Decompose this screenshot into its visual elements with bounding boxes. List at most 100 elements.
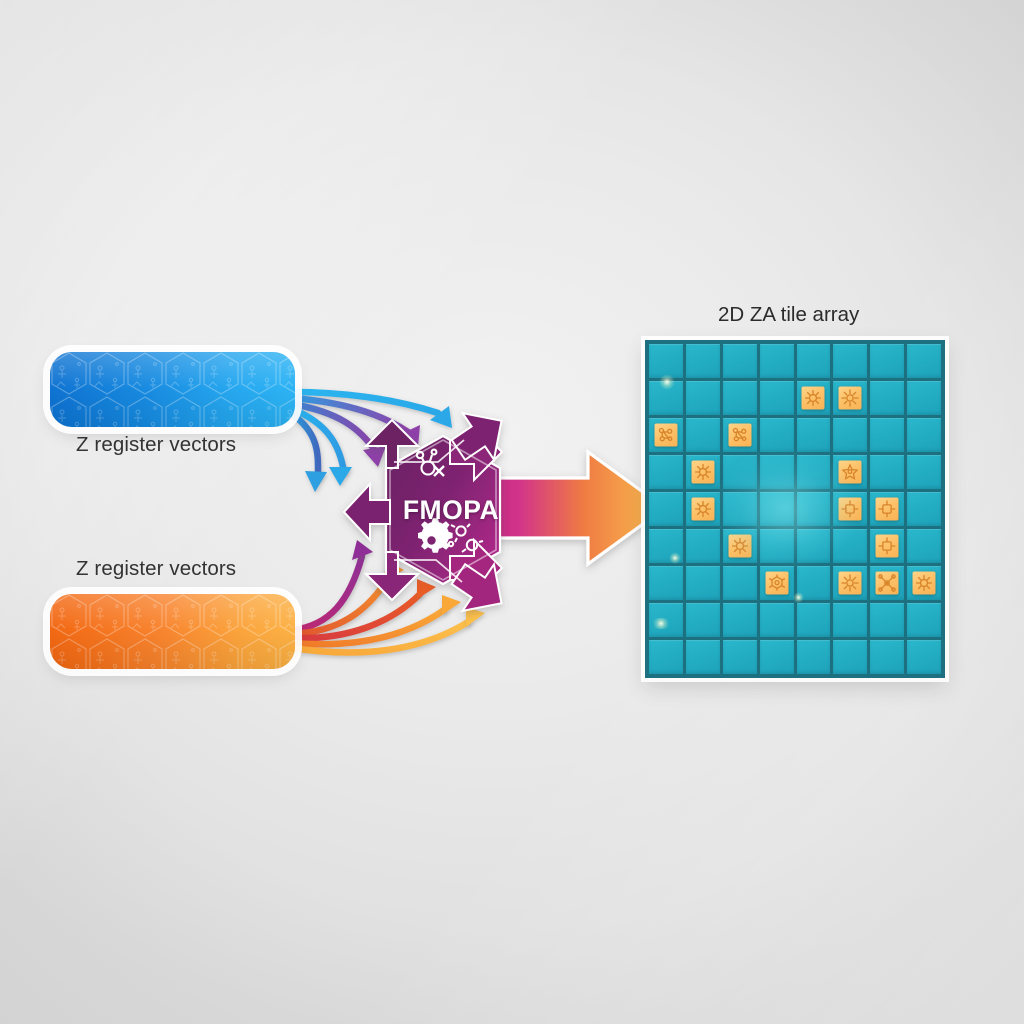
za-cell[interactable] (759, 381, 794, 415)
node-cluster-icon (694, 500, 711, 518)
za-cell[interactable] (833, 492, 868, 526)
za-cell[interactable] (833, 344, 868, 378)
za-cell[interactable] (796, 344, 831, 378)
za-cell[interactable] (685, 455, 720, 489)
za-cell[interactable] (649, 566, 683, 600)
za-cell[interactable] (759, 492, 794, 526)
za-active-tile[interactable] (875, 534, 899, 558)
za-cell[interactable] (870, 640, 905, 674)
box-node-icon (878, 500, 896, 518)
za-cell[interactable] (759, 566, 794, 600)
za-cell[interactable] (649, 492, 683, 526)
za-cell[interactable] (759, 529, 794, 563)
za-cell[interactable] (870, 529, 905, 563)
za-tile-array[interactable] (645, 340, 945, 678)
za-cell[interactable] (796, 492, 831, 526)
za-cell[interactable] (796, 381, 831, 415)
za-cell[interactable] (685, 529, 720, 563)
za-cell[interactable] (907, 418, 941, 452)
za-cell[interactable] (649, 640, 683, 674)
za-cell[interactable] (833, 640, 868, 674)
fmopa-node[interactable]: FMOPA (352, 420, 542, 600)
multi-node-icon (732, 427, 747, 442)
za-cell[interactable] (685, 344, 720, 378)
za-cell[interactable] (722, 603, 757, 637)
za-cell[interactable] (833, 381, 868, 415)
za-cell[interactable] (907, 492, 941, 526)
za-active-tile[interactable] (728, 423, 752, 447)
za-active-tile[interactable] (728, 534, 752, 558)
za-cell[interactable] (722, 640, 757, 674)
za-cell[interactable] (907, 381, 941, 415)
za-cell[interactable] (833, 566, 868, 600)
za-cell[interactable] (649, 455, 683, 489)
za-active-tile[interactable] (691, 460, 715, 484)
za-active-tile[interactable] (875, 497, 899, 521)
za-cell[interactable] (907, 566, 941, 600)
za-cell[interactable] (649, 529, 683, 563)
za-cell[interactable] (759, 640, 794, 674)
za-cell[interactable] (685, 640, 720, 674)
za-cell[interactable] (796, 640, 831, 674)
za-active-tile[interactable] (765, 571, 789, 595)
node-cluster-icon (731, 537, 748, 555)
za-cell[interactable] (870, 455, 905, 489)
za-cell[interactable] (722, 344, 757, 378)
za-cell[interactable] (796, 455, 831, 489)
za-cell[interactable] (649, 381, 683, 415)
z-register-vectors-col-bar[interactable] (50, 594, 295, 669)
za-cell[interactable] (870, 566, 905, 600)
za-cell[interactable] (870, 381, 905, 415)
za-cell[interactable] (796, 418, 831, 452)
za-cell[interactable] (796, 529, 831, 563)
za-cell[interactable] (759, 603, 794, 637)
za-cell[interactable] (907, 344, 941, 378)
za-cell[interactable] (833, 418, 868, 452)
box-node-icon (878, 537, 896, 555)
hex-mesh-texture (50, 594, 295, 669)
za-cell[interactable] (649, 418, 683, 452)
za-active-tile[interactable] (875, 571, 899, 595)
za-active-tile[interactable] (654, 423, 678, 447)
za-cell[interactable] (833, 529, 868, 563)
za-cell[interactable] (722, 455, 757, 489)
za-active-tile[interactable] (691, 497, 715, 521)
za-cell[interactable] (722, 566, 757, 600)
za-cell[interactable] (685, 492, 720, 526)
sun-node-icon (841, 574, 859, 592)
za-cell[interactable] (649, 603, 683, 637)
za-active-tile[interactable] (838, 460, 862, 484)
za-active-tile[interactable] (838, 571, 862, 595)
za-cell[interactable] (907, 603, 941, 637)
za-cell[interactable] (870, 344, 905, 378)
za-cell[interactable] (796, 566, 831, 600)
za-cell[interactable] (685, 418, 720, 452)
z-register-vectors-row-bar[interactable] (50, 352, 295, 427)
za-cell[interactable] (685, 603, 720, 637)
za-active-tile[interactable] (838, 386, 862, 410)
za-cell[interactable] (722, 492, 757, 526)
za-cell[interactable] (870, 603, 905, 637)
za-active-tile[interactable] (801, 386, 825, 410)
za-cell[interactable] (759, 455, 794, 489)
za-cell[interactable] (685, 566, 720, 600)
za-cell[interactable] (833, 455, 868, 489)
za-cell[interactable] (649, 344, 683, 378)
za-cell[interactable] (722, 418, 757, 452)
za-cell[interactable] (722, 529, 757, 563)
za-cell[interactable] (759, 344, 794, 378)
za-cell[interactable] (685, 381, 720, 415)
za-active-tile[interactable] (838, 497, 862, 521)
za-cell[interactable] (870, 418, 905, 452)
za-cell[interactable] (833, 603, 868, 637)
za-active-tile[interactable] (912, 571, 936, 595)
za-cell[interactable] (907, 455, 941, 489)
za-cell[interactable] (759, 418, 794, 452)
za-cell[interactable] (907, 640, 941, 674)
za-cell[interactable] (722, 381, 757, 415)
za-cell[interactable] (870, 492, 905, 526)
za-cell[interactable] (796, 603, 831, 637)
hex-node-icon (768, 574, 785, 591)
za-cell[interactable] (907, 529, 941, 563)
